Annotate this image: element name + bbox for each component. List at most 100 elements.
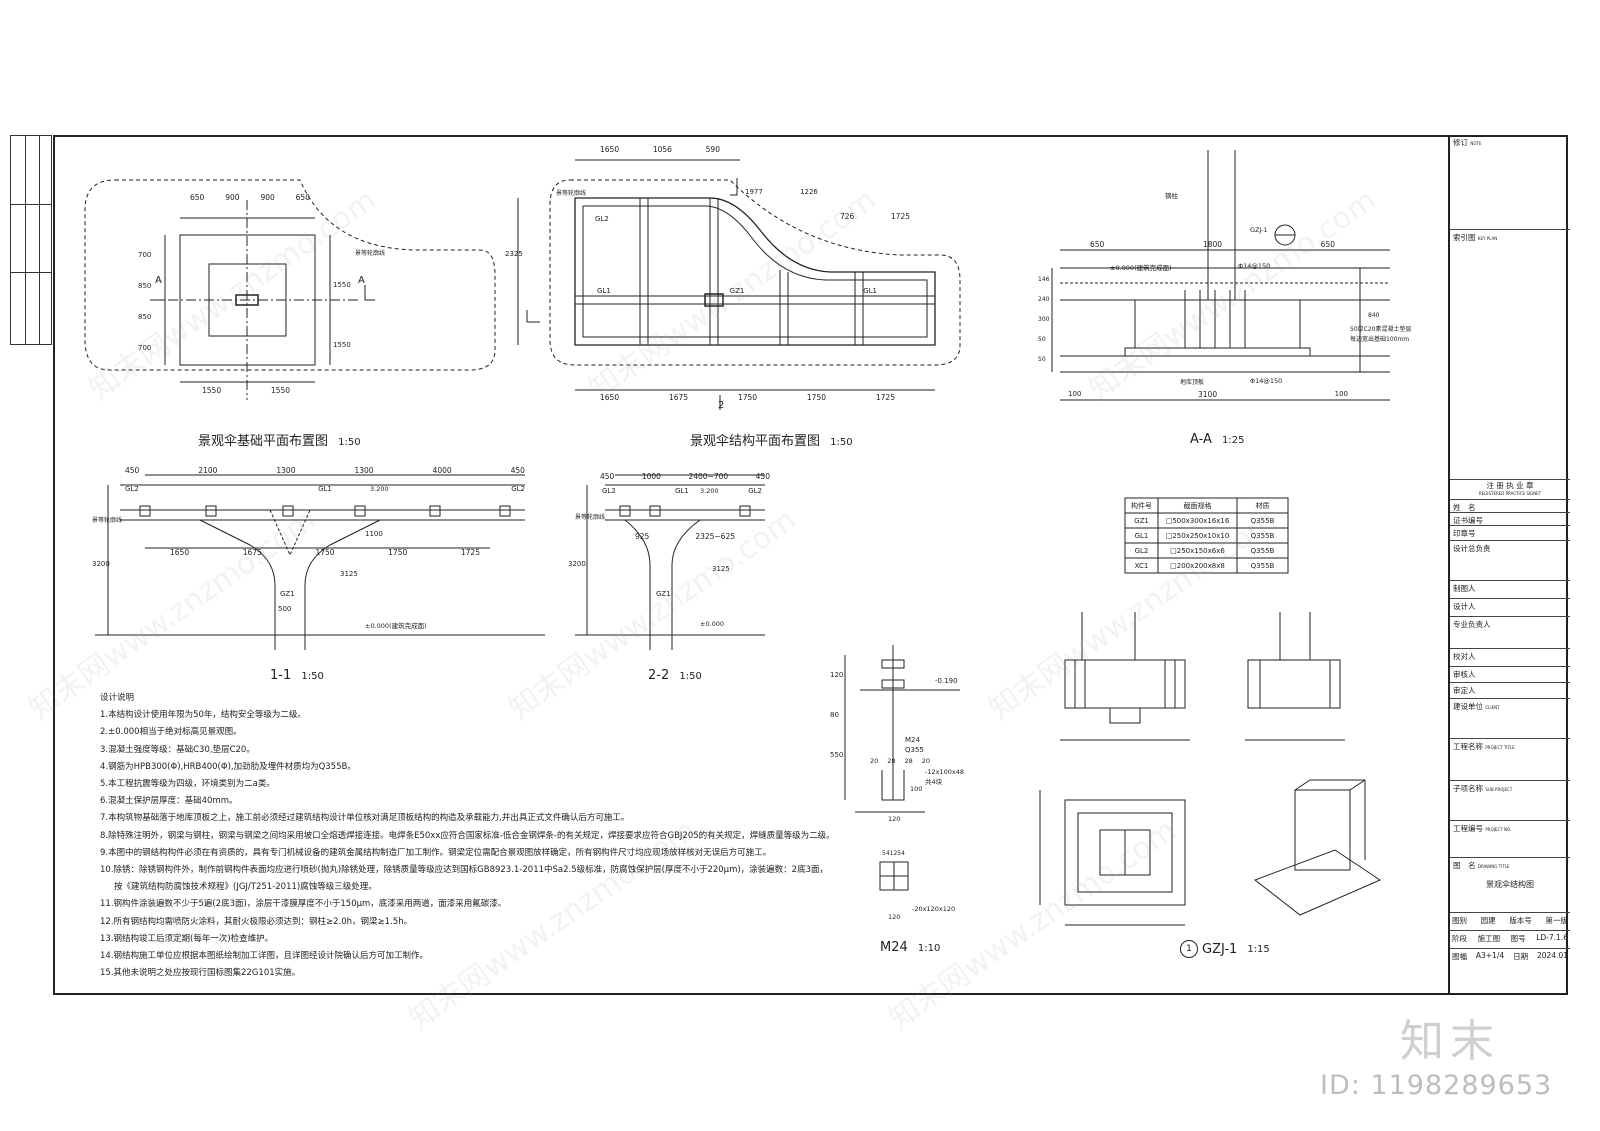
- label: 图号: [1510, 934, 1526, 943]
- drawing-sheet-border: [53, 135, 1568, 995]
- structure-right-top-dims: 726 1725: [840, 212, 910, 221]
- label: 图 名: [1453, 861, 1476, 870]
- scale-text: 1:10: [917, 943, 941, 954]
- note-item: 2.±0.000相当于绝对标高见景观图。: [100, 727, 242, 738]
- note-item: 按《建筑结构防腐蚀技术规程》(JGJ/T251-2011)腐蚀等级三级处理。: [114, 882, 377, 893]
- dim: 50: [1038, 336, 1046, 343]
- stamp-cell: 注 册 执 业 章 REGISTERED PRACTICE SIGNET: [1450, 480, 1570, 500]
- section-aa-gzj-callout: GZJ-1: [1250, 226, 1268, 234]
- table-cell: □200x200x8x8: [1170, 561, 1225, 570]
- foundation-right-dims: 1550 1550: [333, 255, 351, 375]
- title-text: 景观伞基础平面布置图: [198, 434, 329, 449]
- dim: 1650: [600, 145, 620, 154]
- table-row: GL2 □250x150x6x6 Q355B: [1125, 543, 1288, 558]
- title-text: A-A: [1190, 432, 1212, 447]
- section-11-drawing: [95, 474, 545, 650]
- dim: 1675: [668, 393, 689, 402]
- left-strip: [10, 135, 52, 345]
- image-id: ID: 1198289653: [1320, 1070, 1553, 1101]
- value: A3+1/4: [1475, 951, 1505, 960]
- weld-text: 共4块: [925, 778, 943, 786]
- dim: 900: [225, 193, 240, 202]
- bolt-plate-dim-vert: 100: [910, 785, 923, 793]
- note-item: 9.本图中的钢结构构件必须在有资质的，具有专门机械设备的建筑金属结构制造厂加工制…: [100, 847, 772, 858]
- dim: 925: [635, 532, 650, 541]
- foundation-plan-title: 景观伞基础平面布置图 1:50: [198, 430, 361, 449]
- member-label: GL2: [595, 215, 609, 223]
- row-label: 印章号: [1450, 526, 1570, 541]
- dim: 2400~700: [688, 472, 729, 481]
- row-label: 证书编号: [1450, 513, 1570, 526]
- dim: 650: [190, 193, 205, 202]
- label: 工程名称: [1453, 742, 1483, 751]
- section-22-mid-dims: 925 2325~625: [635, 532, 735, 541]
- dim: 1650: [600, 393, 620, 402]
- note-item: 7.本构筑物基础落于地库顶板之上，施工前必须经过建筑结构设计单位核对满足顶板结构…: [100, 813, 630, 824]
- dim: 1675: [242, 548, 262, 557]
- member-label: GL2: [748, 487, 762, 495]
- section-22-title: 2-2 1:50: [648, 668, 702, 683]
- title-text: 景观伞结构平面布置图: [690, 434, 821, 449]
- dim: 28: [887, 757, 896, 765]
- member-label: GL2: [511, 485, 525, 493]
- section-11-top-dims: 450 2100 1300 1300 4000 450: [125, 466, 525, 475]
- label: 版本号: [1509, 916, 1532, 925]
- label: 工程编号: [1453, 824, 1483, 833]
- scale-text: 1:15: [1247, 943, 1270, 955]
- sub-project-cell: 子项名称 SUB-PROJECT: [1450, 781, 1570, 821]
- table-header: 材质: [1255, 501, 1270, 510]
- dim: 100: [1334, 390, 1348, 398]
- note-item: 14.钢结构施工单位应根据本图纸绘制加工详图，且详图经设计院确认后方可加工制作。: [100, 951, 429, 962]
- dim: 240: [1038, 296, 1050, 303]
- dim: 54: [882, 850, 890, 857]
- section-22-level-base: ±0.000: [700, 620, 725, 628]
- section-aa-level: ±0.000(建筑完成面): [1110, 262, 1172, 272]
- dim: 1750: [806, 393, 826, 402]
- level-note: (建筑完成面): [389, 622, 427, 630]
- section-11-title: 1-1 1:50: [270, 668, 324, 683]
- foundation-boundary-label: 景等轮廓线: [355, 250, 386, 257]
- value: LD-7.1.6: [1536, 933, 1568, 942]
- bolt-material-text: Q355: [905, 746, 924, 754]
- section-aa-bottom-dim: 3100: [1198, 390, 1218, 399]
- title-text: 2-2: [648, 668, 670, 683]
- dim: 650: [1090, 240, 1105, 249]
- sheet-row: 图幅 A3+1/4 日期 2024.01: [1450, 949, 1570, 993]
- level-note: (建筑完成面): [1134, 264, 1172, 272]
- dim: 1550: [333, 341, 351, 349]
- dim: 1750: [388, 548, 408, 557]
- client-cell: 建设单位 CLIENT: [1450, 699, 1570, 739]
- dim: 120: [830, 671, 844, 679]
- section-aa-column-label: 钢柱: [1165, 192, 1178, 200]
- title-block: 修订 NOTE 索引图 KEY PLAN 注 册 执 业 章 REGISTERE…: [1448, 135, 1570, 995]
- dim: 2325~625: [695, 532, 735, 541]
- section-11-level-base: ±0.000(建筑完成面): [365, 620, 427, 630]
- value: 第一版: [1545, 916, 1568, 925]
- table-cell: GL2: [1134, 546, 1149, 555]
- section-11-mid-dims: 1650 1675 1750 1750 1725: [170, 548, 480, 557]
- row-label: 制图人: [1450, 581, 1570, 599]
- scale-text: 1:50: [830, 437, 853, 448]
- row-label: 校对人: [1450, 649, 1570, 667]
- member-label: GZ1: [729, 287, 745, 295]
- dim: 2100: [198, 466, 218, 475]
- member-label: GL1: [863, 287, 877, 295]
- table-header: 构件号: [1131, 501, 1152, 510]
- label: 图别: [1452, 916, 1467, 925]
- bolt-spec: M24 Q355: [905, 735, 924, 755]
- dim: 700: [138, 251, 152, 259]
- dim: 1000: [641, 472, 661, 481]
- note-item: 1.本结构设计使用年限为50年，结构安全等级为二级。: [100, 710, 306, 721]
- dim: 50: [1038, 356, 1046, 363]
- gzj-title: 1 GZJ-1 1:15: [1180, 940, 1270, 958]
- section-11-labels: GL2 GL1 GL2: [125, 485, 525, 493]
- note-item: 4.钢筋为HPB300(Φ),HRB400(Φ),加劲肋及埋件材质均为Q355B…: [100, 761, 356, 772]
- note: 每边宽出基础100mm: [1350, 336, 1410, 343]
- dim: 1226: [800, 188, 818, 196]
- section-aa-slab-note: 地库顶板: [1180, 379, 1205, 386]
- bolt-base-w: 120: [888, 913, 901, 921]
- row-label: 设计总负责: [1450, 541, 1570, 581]
- label: 日期: [1513, 952, 1529, 961]
- label-en: CLIENT: [1485, 705, 1500, 710]
- bolt-title: M24 1:10: [880, 940, 940, 955]
